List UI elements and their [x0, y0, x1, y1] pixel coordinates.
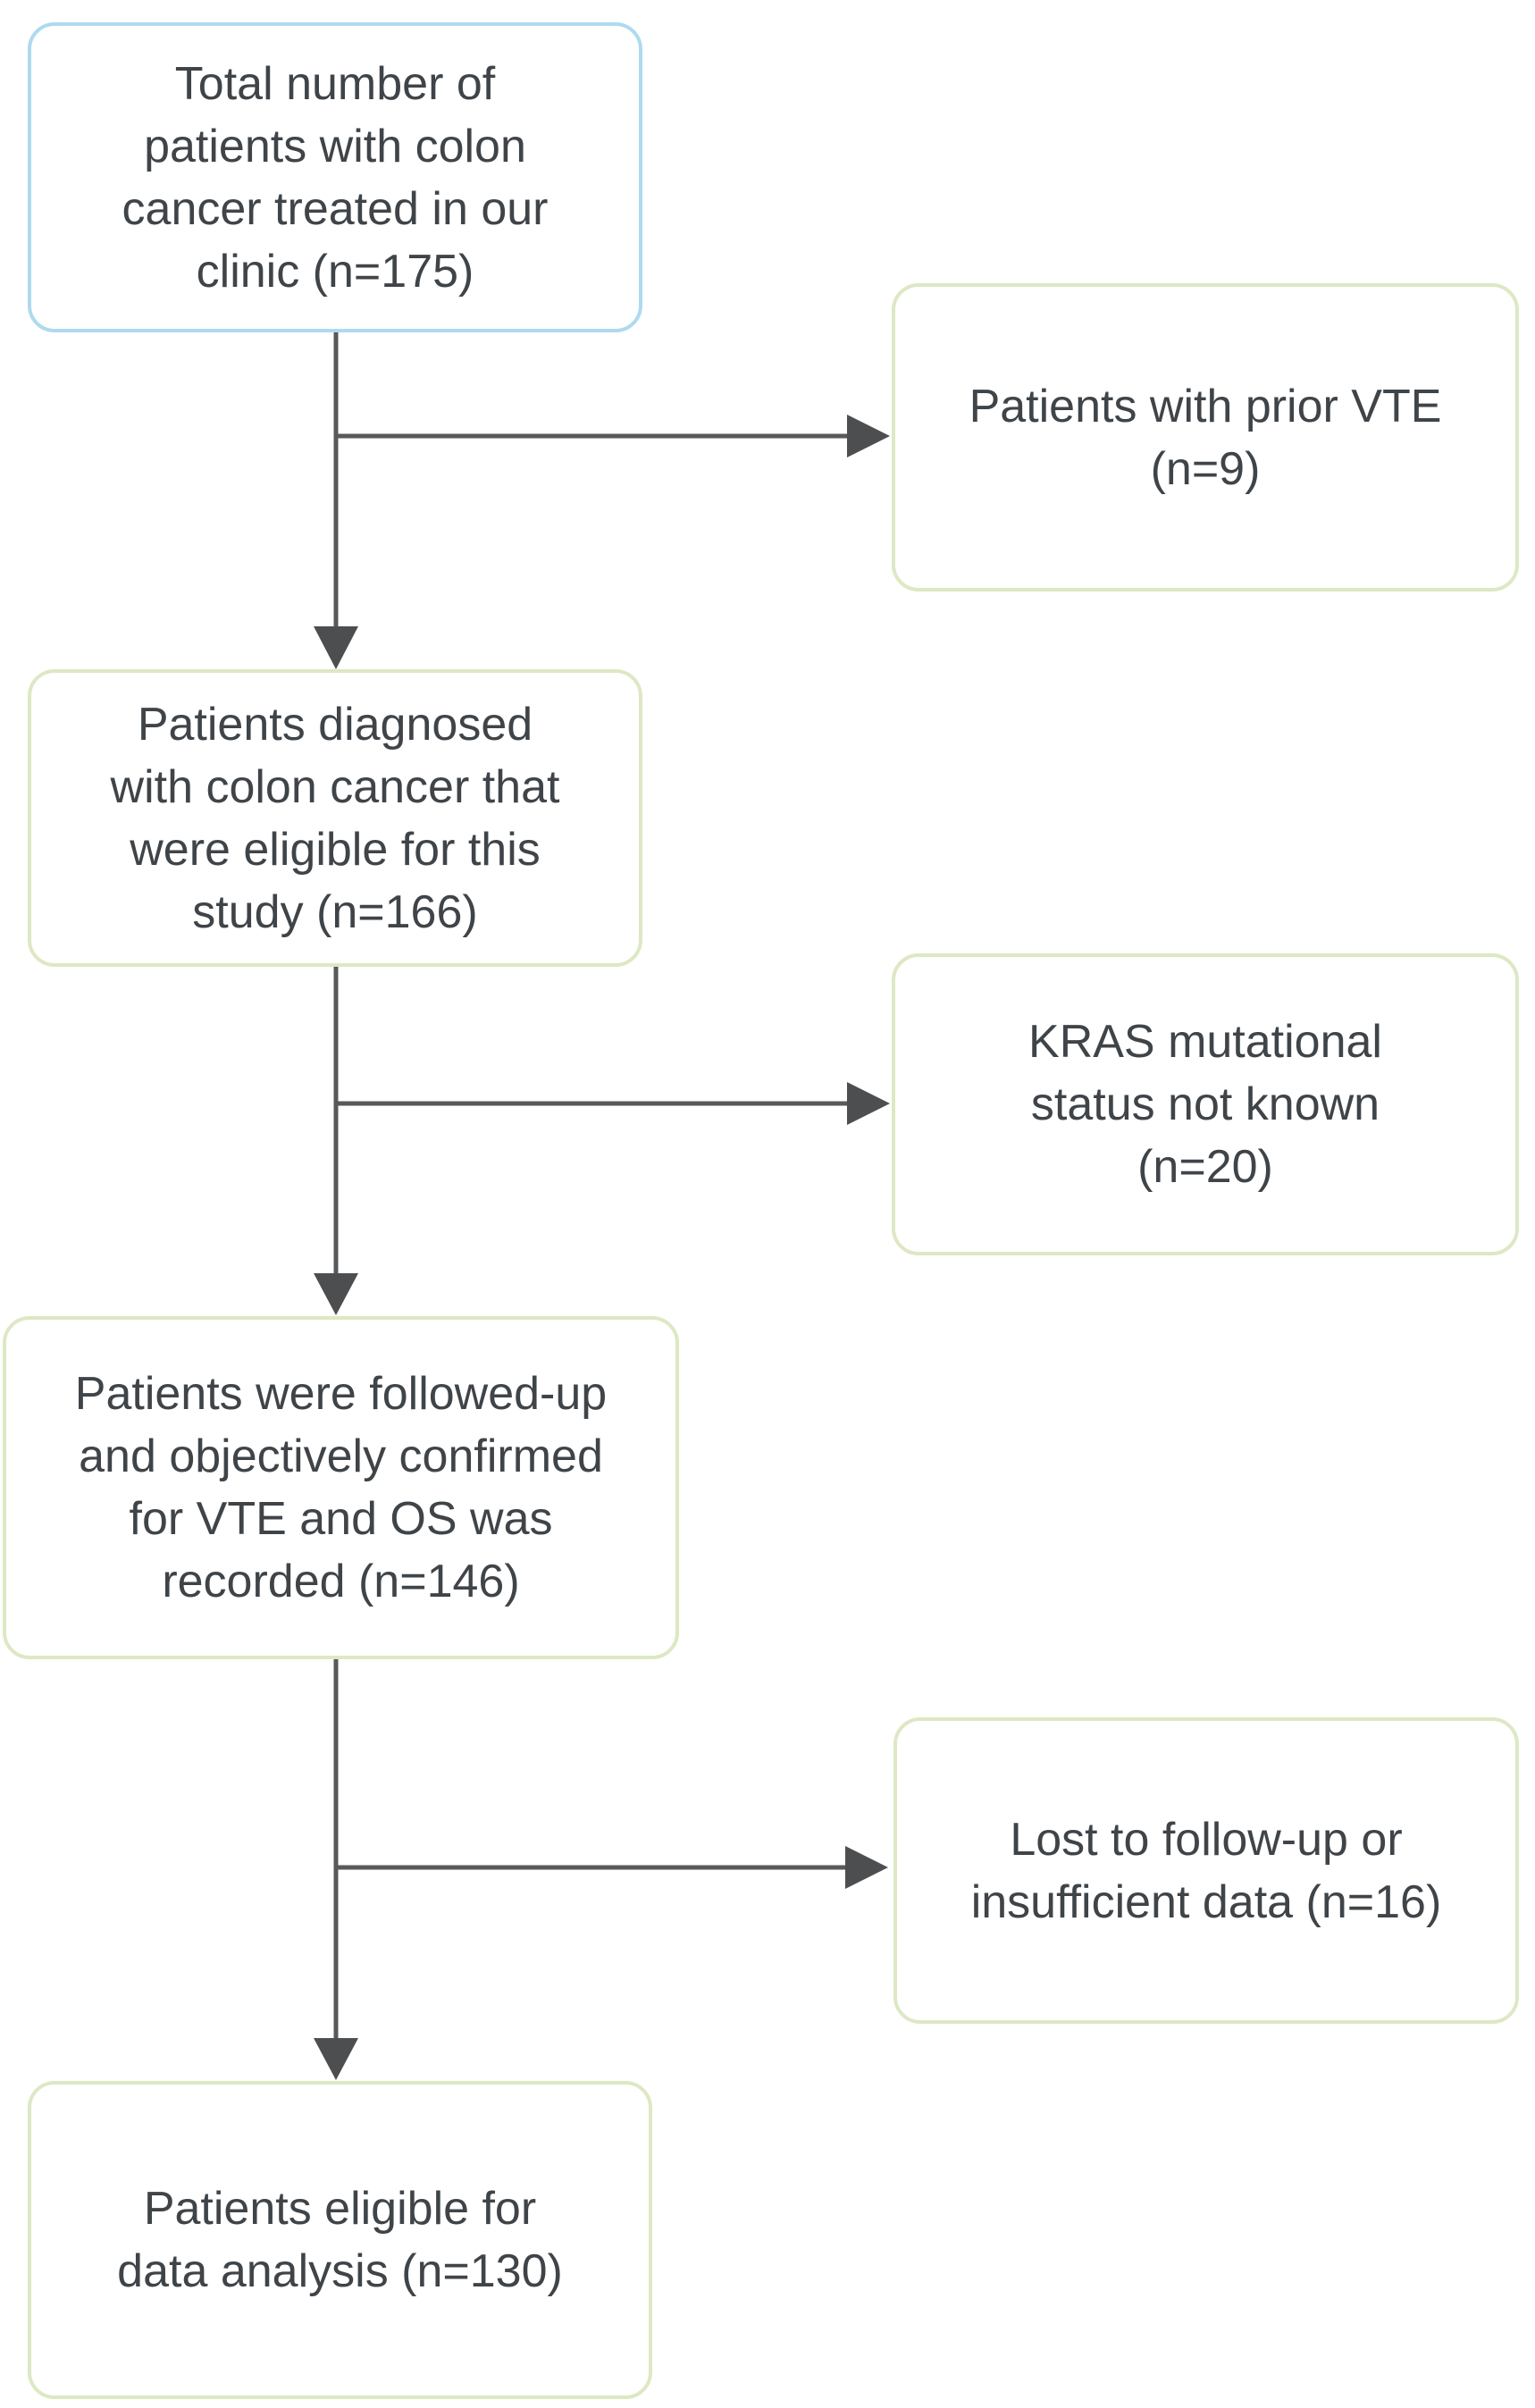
- flow-node-prior-vte-excluded: Patients with prior VTE (n=9): [892, 283, 1519, 592]
- flow-node-lost-to-follow-up-excluded: Lost to follow-up or insufficient data (…: [893, 1717, 1519, 2024]
- flow-node-analysis-patients-label: Patients eligible for data analysis (n=1…: [117, 2183, 563, 2297]
- flow-arrowheads: [314, 415, 890, 2080]
- arrowhead-right-priorvte: [847, 415, 890, 457]
- arrowhead-right-lost: [845, 1846, 888, 1889]
- flow-node-total-patients-label: Total number of patients with colon canc…: [122, 57, 549, 298]
- flow-node-lost-to-follow-up-excluded-label: Lost to follow-up or insufficient data (…: [970, 1813, 1442, 1928]
- arrowhead-down-analysis: [314, 2038, 358, 2080]
- flow-node-followed-up-patients-label: Patients were followed-up and objectivel…: [74, 1368, 608, 1607]
- arrowhead-down-followed: [314, 1273, 358, 1315]
- arrowhead-right-kras: [847, 1082, 890, 1125]
- flow-node-prior-vte-excluded-label: Patients with prior VTE (n=9): [969, 380, 1442, 495]
- flow-node-followed-up-patients: Patients were followed-up and objectivel…: [3, 1316, 679, 1659]
- flow-node-analysis-patients: Patients eligible for data analysis (n=1…: [28, 2081, 652, 2399]
- flow-node-eligible-patients-label: Patients diagnosed with colon cancer tha…: [110, 698, 560, 938]
- flow-node-total-patients: Total number of patients with colon canc…: [28, 22, 642, 332]
- flow-node-eligible-patients: Patients diagnosed with colon cancer tha…: [28, 669, 642, 967]
- flow-node-kras-unknown-excluded-label: KRAS mutational status not known (n=20): [1028, 1016, 1382, 1193]
- arrowhead-down-eligible: [314, 626, 358, 669]
- flow-node-kras-unknown-excluded: KRAS mutational status not known (n=20): [892, 953, 1519, 1255]
- flow-arrow-lines: [333, 332, 849, 2041]
